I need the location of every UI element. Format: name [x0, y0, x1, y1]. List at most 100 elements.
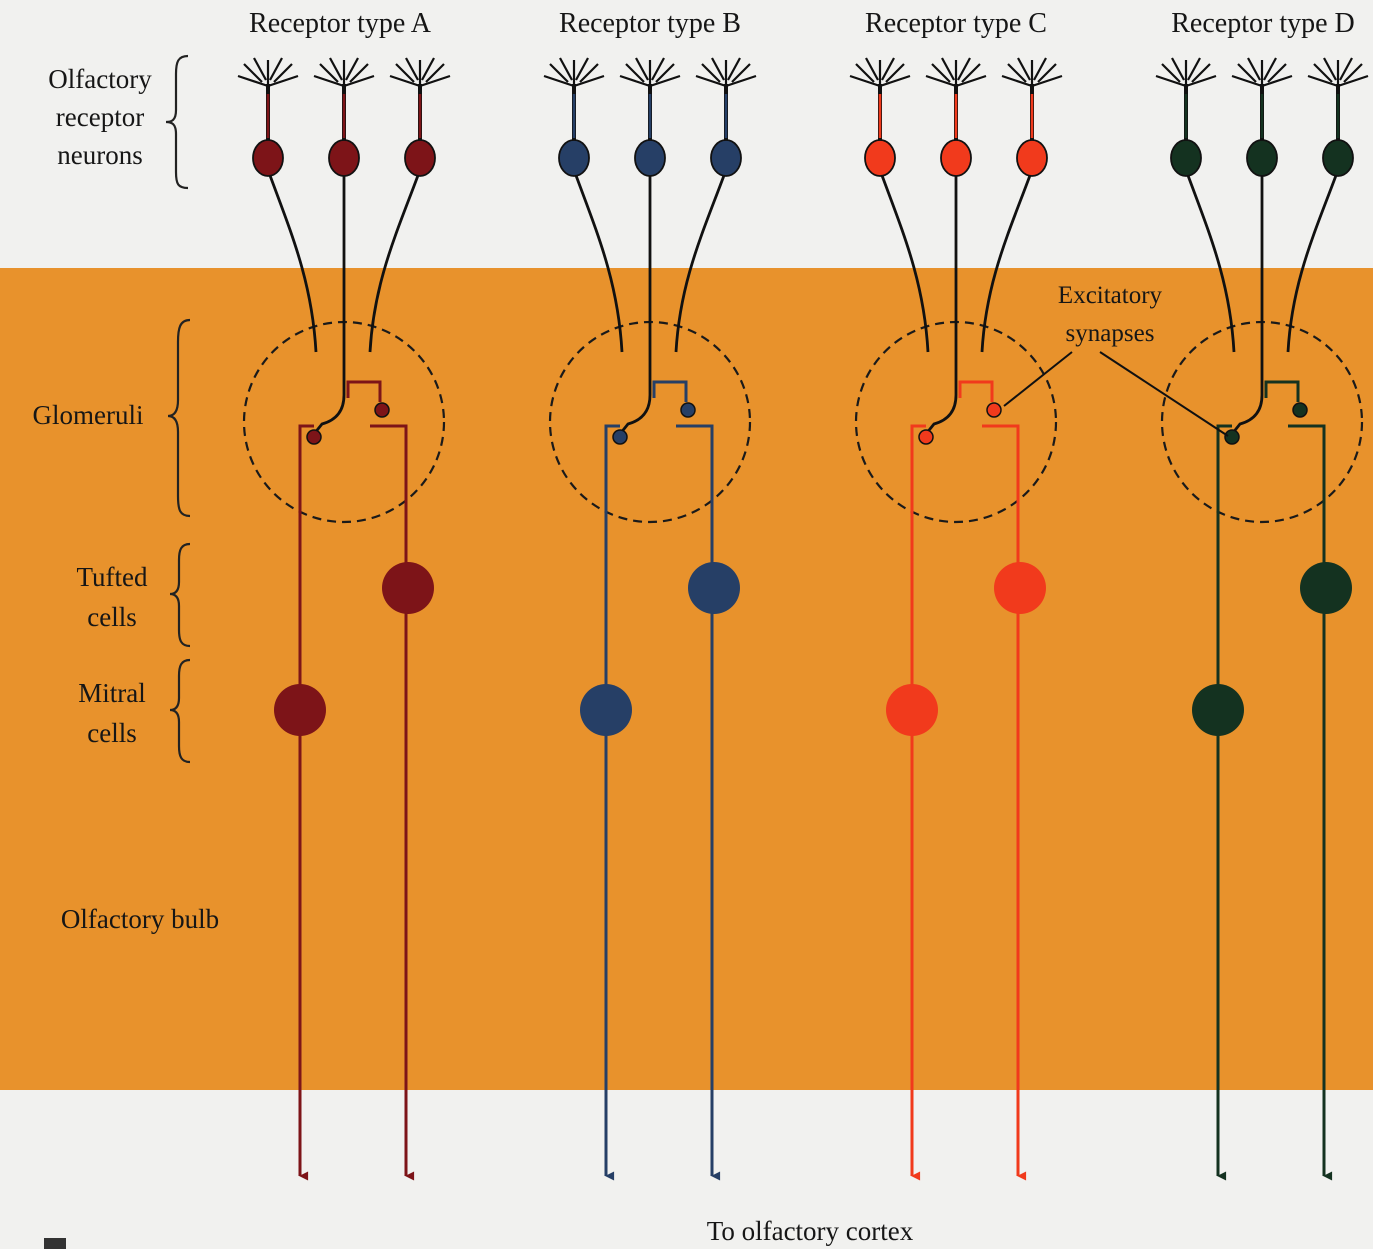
tufted-axon-d	[1288, 424, 1333, 1181]
cilia-b-3	[695, 57, 757, 88]
tufted-cell-a	[382, 562, 434, 614]
receptor-neuron-a-1	[237, 57, 299, 177]
braces	[165, 54, 191, 764]
orn-axon-right-d	[1286, 169, 1340, 353]
receptor-neuron-d-2	[1231, 57, 1293, 177]
synapse-dot-left-b	[612, 429, 628, 445]
tufted-axon-b	[676, 424, 721, 1181]
mitral-cell-d	[1192, 684, 1244, 736]
cilia-a-3	[389, 57, 451, 88]
orn-soma-c-1	[864, 139, 896, 177]
mitral-cell-b	[580, 684, 632, 736]
excitatory-pointer-lines	[1003, 351, 1229, 437]
orn-soma-a-3	[404, 139, 436, 177]
tufted-label-line1: Tufted	[76, 562, 148, 592]
orn-soma-a-2	[328, 139, 360, 177]
orn-axon-left-a	[266, 169, 318, 353]
mitral-dendrite-a	[298, 424, 314, 436]
synapse-dot-left-d	[1224, 429, 1240, 445]
receptor-neuron-c-3	[1001, 57, 1063, 177]
synapse-dot-left-c	[918, 429, 934, 445]
orn-axon-center-d	[1230, 170, 1264, 435]
synapse-dot-left-a	[306, 429, 322, 445]
orn-soma-a-1	[252, 139, 284, 177]
cilia-a-2	[313, 57, 375, 88]
orn-axon-left-c	[878, 169, 930, 353]
receptor-neuron-d-1	[1155, 57, 1217, 177]
receptor-neuron-d-3	[1307, 57, 1369, 177]
tufted-cell-c	[994, 562, 1046, 614]
orn-soma-c-3	[1016, 139, 1048, 177]
receptor-type-b-title: Receptor type B	[559, 8, 741, 39]
excitatory-label-line2: synapses	[1066, 320, 1155, 347]
tufted-cell-d	[1300, 562, 1352, 614]
orn-axon-right-a	[368, 169, 422, 353]
receptor-neuron-a-3	[389, 57, 451, 177]
synaptic-branch-d	[1264, 380, 1300, 402]
olfactory-bulb-label: Olfactory bulb	[61, 904, 219, 934]
orn-soma-b-2	[634, 139, 666, 177]
to-olfactory-cortex-label: To olfactory cortex	[707, 1216, 914, 1246]
tufted-label-line2: cells	[87, 602, 136, 632]
synaptic-branch-c	[958, 380, 994, 402]
mitral-label-line1: Mitral	[78, 678, 146, 708]
synapse-dot-right-d	[1292, 402, 1308, 418]
orn-axon-right-b	[674, 169, 728, 353]
receptor-column-b	[543, 57, 757, 1181]
receptor-column-c	[849, 57, 1063, 1181]
cilia-c-3	[1001, 57, 1063, 88]
mitral-dendrite-d	[1216, 424, 1232, 436]
orn-axon-center-a	[312, 170, 346, 435]
tufted-cell-b	[688, 562, 740, 614]
cilia-d-1	[1155, 57, 1217, 88]
cilia-c-1	[849, 57, 911, 88]
synaptic-branch-b	[652, 380, 688, 402]
receptor-columns	[237, 57, 1369, 1181]
orn-axon-center-b	[618, 170, 652, 435]
receptor-neuron-b-2	[619, 57, 681, 177]
receptor-neuron-b-3	[695, 57, 757, 177]
synaptic-branch-a	[346, 380, 382, 402]
corner-mark	[44, 1238, 66, 1249]
orn-soma-b-1	[558, 139, 590, 177]
receptor-type-d-title: Receptor type D	[1171, 8, 1355, 39]
orn-label-line3: neurons	[57, 140, 142, 170]
mitral-cell-c	[886, 684, 938, 736]
mitral-brace	[169, 658, 191, 764]
orn-label-line2: receptor	[56, 102, 144, 132]
orn-axon-left-d	[1184, 169, 1236, 353]
mitral-label-line2: cells	[87, 718, 136, 748]
tufted-axon-c	[982, 424, 1027, 1181]
orn-axon-left-b	[572, 169, 624, 353]
synapse-dot-right-a	[374, 402, 390, 418]
receptor-neuron-b-1	[543, 57, 605, 177]
glomeruli-brace	[167, 318, 191, 518]
orn-axon-right-c	[980, 169, 1034, 353]
receptor-column-d	[1155, 57, 1369, 1181]
cilia-b-1	[543, 57, 605, 88]
receptor-type-c-title: Receptor type C	[865, 8, 1047, 39]
cilia-c-2	[925, 57, 987, 88]
glomeruli-label: Glomeruli	[33, 400, 144, 430]
synapse-dot-right-c	[986, 402, 1002, 418]
orn-soma-b-3	[710, 139, 742, 177]
orn-soma-d-3	[1322, 139, 1354, 177]
orn-brace	[165, 54, 189, 190]
receptor-column-a	[237, 57, 451, 1181]
tufted-axon-a	[370, 424, 415, 1181]
cilia-b-2	[619, 57, 681, 88]
mitral-cell-a	[274, 684, 326, 736]
receptor-neuron-c-2	[925, 57, 987, 177]
mitral-dendrite-b	[604, 424, 620, 436]
receptor-neuron-c-1	[849, 57, 911, 177]
orn-label-line1: Olfactory	[48, 64, 152, 94]
cilia-d-3	[1307, 57, 1369, 88]
pointer-to-d-synapse	[1099, 351, 1229, 437]
tufted-brace	[169, 542, 191, 648]
orn-soma-d-2	[1246, 139, 1278, 177]
pointer-to-c-synapse	[1003, 351, 1073, 407]
orn-soma-d-1	[1170, 139, 1202, 177]
synapse-dot-right-b	[680, 402, 696, 418]
